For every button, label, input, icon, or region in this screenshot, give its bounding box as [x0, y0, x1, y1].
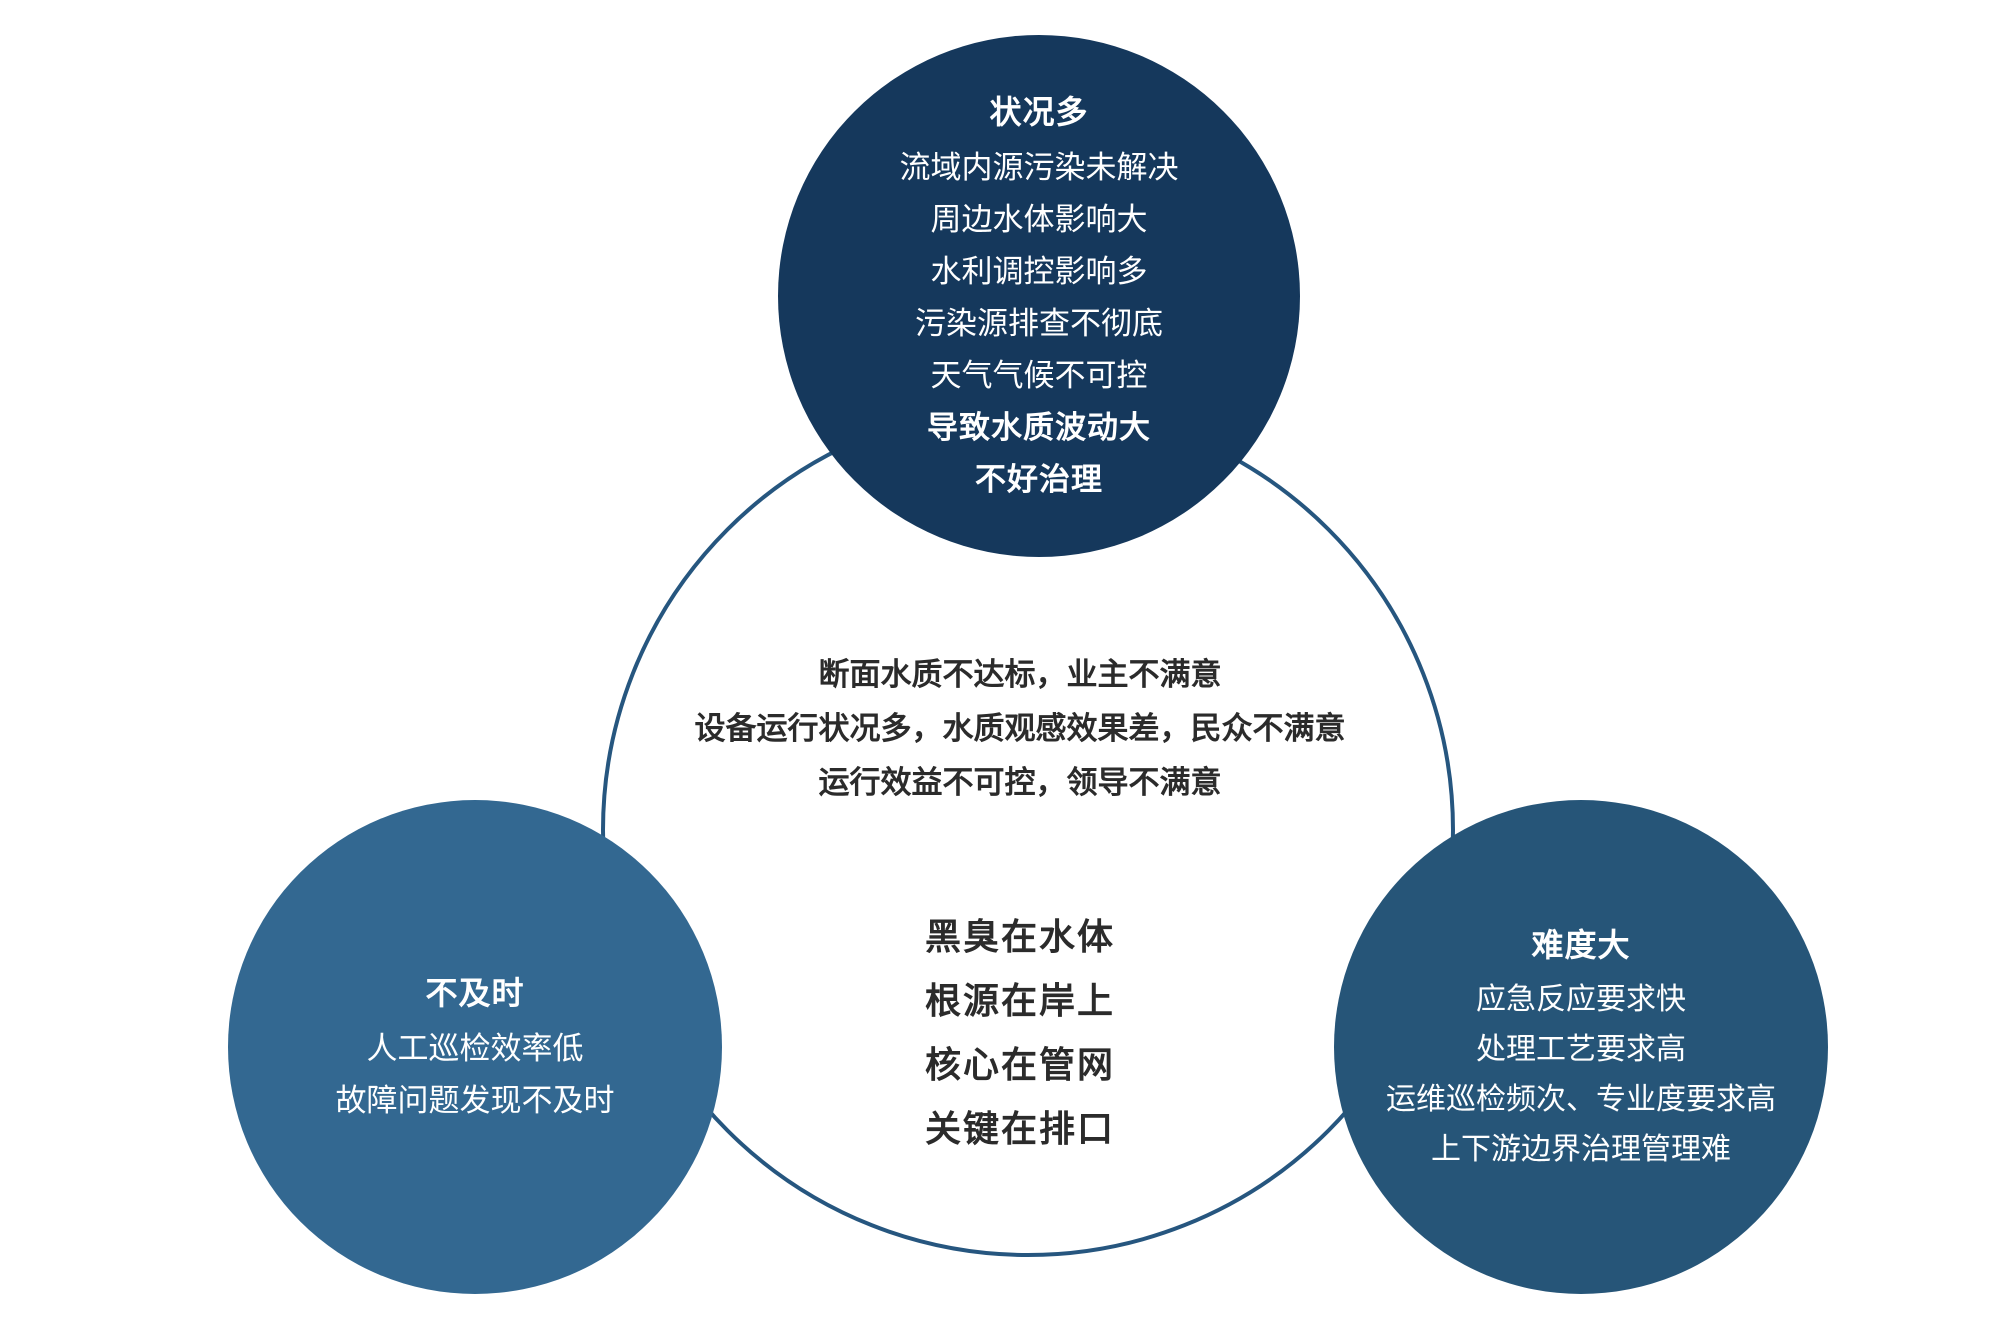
center-upper-line-1: 断面水质不达标，业主不满意	[818, 657, 1222, 692]
center-lower-text: 黑臭在水体 根源在岸上 核心在管网 关键在排口	[820, 905, 1220, 1161]
center-upper-line-3: 运行效益不可控，领导不满意	[818, 765, 1222, 800]
node-left-line-1: 人工巡检效率低	[366, 1030, 584, 1066]
node-top-line-5: 天气气候不可控	[930, 357, 1148, 393]
node-left-line-2: 故障问题发现不及时	[335, 1082, 615, 1118]
center-lower-line-4: 关键在排口	[924, 1108, 1115, 1149]
node-circle-right[interactable]: 难度大 应急反应要求快 处理工艺要求高 运维巡检频次、专业度要求高 上下游边界治…	[1334, 800, 1828, 1294]
node-right-title: 难度大	[1531, 926, 1631, 963]
node-circle-left[interactable]: 不及时 人工巡检效率低 故障问题发现不及时	[228, 800, 722, 1294]
node-right-line-1: 应急反应要求快	[1476, 982, 1686, 1016]
node-circle-top[interactable]: 状况多 流域内源污染未解决 周边水体影响大 水利调控影响多 污染源排查不彻底 天…	[778, 35, 1300, 557]
node-left-title: 不及时	[425, 974, 525, 1011]
node-right-line-3: 运维巡检频次、专业度要求高	[1386, 1082, 1776, 1116]
center-lower-line-1: 黑臭在水体	[924, 916, 1115, 957]
node-top-line-2: 周边水体影响大	[930, 201, 1148, 237]
node-top-line-4: 污染源排查不彻底	[915, 305, 1163, 341]
node-right-line-4: 上下游边界治理管理难	[1431, 1132, 1731, 1166]
center-upper-line-2: 设备运行状况多，水质观感效果差，民众不满意	[694, 711, 1346, 746]
node-top-line-7: 不好治理	[975, 461, 1103, 497]
node-top-line-6: 导致水质波动大	[927, 409, 1151, 445]
center-upper-text: 断面水质不达标，业主不满意 设备运行状况多，水质观感效果差，民众不满意 运行效益…	[620, 648, 1420, 810]
node-top-line-1: 流域内源污染未解决	[899, 149, 1179, 185]
node-top-line-3: 水利调控影响多	[930, 253, 1148, 289]
node-right-line-2: 处理工艺要求高	[1476, 1032, 1686, 1066]
center-lower-line-2: 根源在岸上	[924, 980, 1115, 1021]
center-lower-line-3: 核心在管网	[924, 1044, 1115, 1085]
node-top-title: 状况多	[989, 93, 1089, 130]
